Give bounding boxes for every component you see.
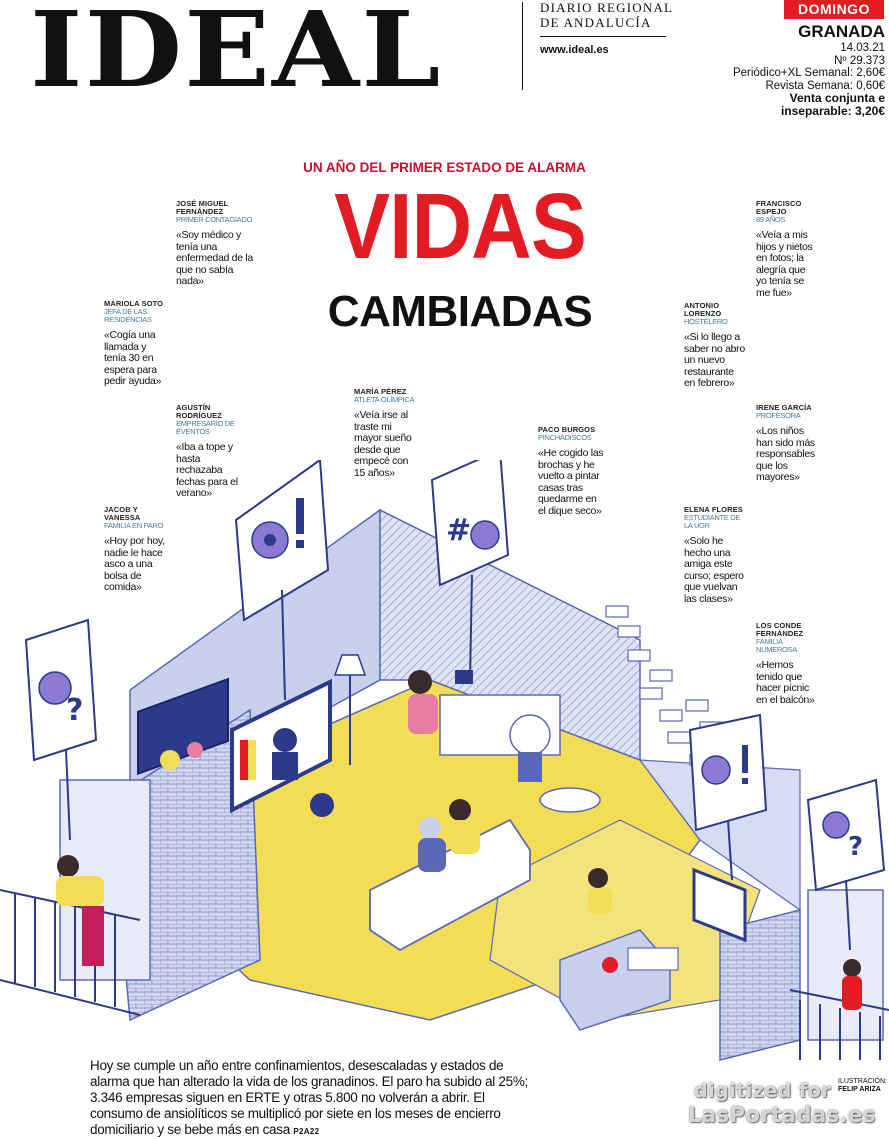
page-reference: P2A22 [293, 1127, 320, 1136]
quote-role: Pinchadiscos [538, 433, 592, 442]
quote-name: Paco Burgos [538, 425, 596, 434]
quote-name: Agustín Rodríguez [176, 403, 222, 420]
quote-francisco-espejo: Francisco Espejo 89 años «Veía a mis hij… [756, 200, 816, 299]
quote-role: Profesora [756, 411, 801, 420]
quote-role: Familia en paro [104, 521, 164, 530]
quote-jose-miguel-fernandez: José Miguel Fernández Primer contagiado … [176, 200, 258, 288]
quote-name: María Pérez [354, 387, 407, 396]
subtitle-line-2: DE ANDALUCÍA [540, 15, 652, 30]
price-line-2: Revista Semana: 0,60€ [765, 79, 885, 92]
quote-name: José Miguel Fernández [176, 199, 229, 216]
quote-text: «Si lo llego a saber no abro un nuevo re… [684, 331, 745, 389]
quote-paco-burgos: Paco Burgos Pinchadiscos «He cogido las … [538, 426, 606, 517]
masthead-subtitle: DIARIO REGIONAL DE ANDALUCÍA [540, 0, 673, 30]
quote-role: Familia numerosa [756, 637, 797, 654]
issue-number: Nº 29.373 [834, 54, 885, 67]
quote-role: Estudiante de la UGR [684, 513, 741, 530]
quote-text: «Cogía una llamada y tenía 30 en espera … [104, 329, 162, 387]
quote-role: Hostelero [684, 317, 728, 326]
website-url: www.ideal.es [540, 44, 609, 56]
sofa [369, 818, 531, 952]
quote-role: Primer contagiado [176, 215, 253, 224]
quote-name: Antonio Lorenzo [684, 301, 722, 318]
quote-text: «He cogido las brochas y he vuelto a pin… [538, 447, 604, 517]
price-line-4: inseparable: 3,20€ [780, 103, 885, 118]
quote-text: «Soy médico y tenía una enfermedad de la… [176, 229, 253, 287]
quote-name: Los Conde Fernández [756, 621, 804, 638]
issue-date: 14.03.21 [840, 42, 885, 54]
issue-meta: 14.03.21 Nº 29.373 Periódico+XL Semanal:… [733, 42, 885, 117]
watermark: digitized for LasPortadas.es [688, 1080, 876, 1128]
speech-bubble-virus-hashtag: # [430, 460, 510, 681]
balcony-man-head [57, 855, 79, 877]
newspaper-logo: IDEAL [30, 0, 443, 111]
subtitle-line-1: DIARIO REGIONAL [540, 0, 674, 15]
quote-text: «Veía a mis hijos y nietos en fotos; la … [756, 229, 813, 299]
masthead-divider [522, 2, 523, 90]
quote-text: «Solo he hecho una amiga este curso; esp… [684, 535, 744, 605]
quote-text: «Veía irse al traste mi mayor sueño desd… [354, 409, 412, 479]
headline-main: VIDAS [334, 174, 587, 278]
subtitle-rule [540, 36, 666, 37]
quote-agustin-rodriguez: Agustín Rodríguez Empresario de eventos … [176, 404, 246, 500]
speech-bubble-virus-exclamation [234, 460, 330, 701]
tv-right-room [692, 867, 747, 943]
quote-name: Mariola Soto [104, 299, 164, 308]
quote-text: «Los niños han sido más responsables que… [756, 425, 815, 483]
quote-conde-fernandez: Los Conde Fernández Familia numerosa «He… [756, 622, 816, 706]
quote-text: «Hoy por hoy, nadie le hace asco a una b… [104, 535, 165, 593]
svg-text:?: ? [848, 832, 863, 862]
quote-maria-perez: María Pérez Atleta olímpica «Veía irse a… [354, 388, 420, 479]
credit-author: FELIP ARIZA [838, 1086, 881, 1093]
headline-sub: CAMBIADAS [327, 287, 593, 336]
plant [509, 714, 551, 756]
edition-name: GRANADA [798, 22, 885, 41]
quote-role: Atleta olímpica [354, 395, 415, 404]
quote-name: Francisco Espejo [756, 199, 802, 216]
quote-irene-garcia: Irene García Profesora «Los niños han si… [756, 404, 822, 484]
quote-name: Elena Flores [684, 505, 743, 514]
price-line-3: Venta conjunta e [789, 91, 885, 105]
cat [310, 793, 334, 817]
wall-painting [137, 677, 229, 776]
illustration-credit: ILUSTRACIÓN: FELIP ARIZA [838, 1078, 887, 1094]
quote-role: 89 años [756, 215, 786, 224]
quote-antonio-lorenzo: Antonio Lorenzo Hostelero «Si lo llego a… [684, 302, 746, 390]
day-badge: DOMINGO [784, 0, 884, 19]
quote-elena-flores: Elena Flores Estudiante de la UGR «Solo … [684, 506, 746, 605]
credit-label: ILUSTRACIÓN: [838, 1078, 888, 1085]
quote-text: «Hemos tenido que hacer pícnic en el bal… [756, 659, 815, 706]
right-balcony-railing [789, 989, 889, 1060]
price-line-1: Periódico+XL Semanal: 2,60€ [732, 67, 885, 79]
watermark-line-1: digitized for [694, 1080, 832, 1102]
quote-role: Jefa de las residencias [104, 307, 152, 324]
speech-bubble-virus-exclamation-right [688, 713, 768, 881]
house-cutaway-illustration: # ? ? [0, 460, 889, 1061]
quote-text: «Iba a tope y hasta rechazaba fechas par… [176, 441, 238, 499]
watermark-line-2: LasPortadas.es [688, 1103, 876, 1127]
speech-bubble-virus-question-right: ? [806, 778, 886, 951]
quote-mariola-soto: Mariola Soto Jefa de las residencias «Co… [104, 300, 166, 388]
lead-summary-text: Hoy se cumple un año entre confinamiento… [90, 1058, 529, 1137]
quote-name: Irene García [756, 403, 812, 412]
svg-text:#: # [446, 513, 471, 548]
svg-text:?: ? [66, 693, 83, 728]
quote-name: Jacob y Vanessa [104, 505, 141, 522]
headline-kicker: UN AÑO DEL PRIMER ESTADO DE ALARMA [303, 160, 586, 175]
quote-jacob-vanessa: Jacob y Vanessa Familia en paro «Hoy por… [104, 506, 166, 594]
quote-role: Empresario de eventos [176, 419, 235, 436]
lead-summary: Hoy se cumple un año entre confinamiento… [90, 1058, 530, 1139]
speech-bubble-virus-question-left: ? [24, 618, 98, 841]
girl-head [408, 670, 432, 694]
